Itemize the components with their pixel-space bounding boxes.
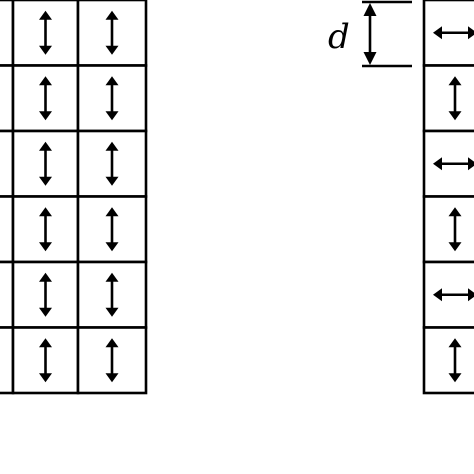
arrow-head-down <box>39 45 52 55</box>
grid-cell <box>422 326 474 395</box>
double-arrow-vertical-icon <box>448 207 462 252</box>
grid-cell <box>422 64 474 133</box>
dimension-marker: d <box>328 0 412 68</box>
double-arrow-vertical-icon <box>105 272 119 317</box>
double-arrow-vertical-icon <box>105 338 119 383</box>
arrow-head-down <box>39 176 52 186</box>
arrow-head-down <box>105 307 119 317</box>
arrow-head-right <box>468 157 474 171</box>
arrow-head-up <box>448 207 462 217</box>
arrow-head-down <box>105 373 119 383</box>
arrow-head-up <box>105 272 119 282</box>
arrow-head-up <box>39 207 52 217</box>
arrow-head-down <box>39 373 52 383</box>
grid-cell <box>0 326 15 395</box>
arrow-head-up <box>39 338 52 348</box>
right-grid <box>422 0 474 395</box>
arrow-head-down <box>105 45 119 55</box>
arrow-head-down <box>105 242 119 252</box>
dimension-label: d <box>328 17 350 57</box>
arrow-head-up <box>39 76 52 86</box>
left-grid <box>0 0 148 395</box>
arrow-head-down <box>39 111 52 121</box>
arrow-head-down <box>105 176 119 186</box>
arrow-head-up <box>448 76 462 86</box>
arrow-head-up <box>39 10 52 20</box>
double-arrow-vertical-icon <box>105 10 119 55</box>
grid-cell <box>0 195 15 264</box>
grid-cell <box>0 0 15 67</box>
double-arrow-vertical-icon <box>105 141 119 186</box>
grid-cell <box>0 64 15 133</box>
arrow-head-up <box>105 10 119 20</box>
arrow-head-up <box>105 207 119 217</box>
double-arrow-vertical-icon <box>39 141 52 186</box>
arrow-head-left <box>433 157 442 171</box>
arrow-head-left <box>433 26 442 40</box>
arrow-head-right <box>468 26 474 40</box>
double-arrow-vertical-icon <box>105 76 119 121</box>
arrow-head-up <box>105 141 119 151</box>
grid-cell <box>422 195 474 264</box>
double-arrow-horizontal-icon <box>433 157 474 171</box>
arrow-head-left <box>433 288 442 302</box>
double-arrow-vertical-icon <box>39 207 52 252</box>
arrow-head-up <box>39 272 52 282</box>
dimension-arrow-top <box>363 3 377 16</box>
double-arrow-vertical-icon <box>39 338 52 383</box>
arrow-head-down <box>39 307 52 317</box>
arrow-head-right <box>468 288 474 302</box>
double-arrow-horizontal-icon <box>433 26 474 40</box>
dimension-arrow-bottom <box>363 52 377 65</box>
double-arrow-horizontal-icon <box>433 288 474 302</box>
arrow-head-down <box>448 242 462 252</box>
arrow-head-down <box>448 373 462 383</box>
double-arrow-vertical-icon <box>448 338 462 383</box>
arrow-head-down <box>39 242 52 252</box>
grid-cell <box>0 129 15 198</box>
double-arrow-vertical-icon <box>105 207 119 252</box>
arrow-head-up <box>39 141 52 151</box>
arrow-head-up <box>105 76 119 86</box>
grid-cell <box>0 260 15 329</box>
double-arrow-vertical-icon <box>448 76 462 121</box>
arrow-head-down <box>448 111 462 121</box>
double-arrow-vertical-icon <box>39 272 52 317</box>
double-arrow-vertical-icon <box>39 10 52 55</box>
double-arrow-vertical-icon <box>39 76 52 121</box>
arrow-head-down <box>105 111 119 121</box>
arrow-head-up <box>448 338 462 348</box>
arrow-head-up <box>105 338 119 348</box>
